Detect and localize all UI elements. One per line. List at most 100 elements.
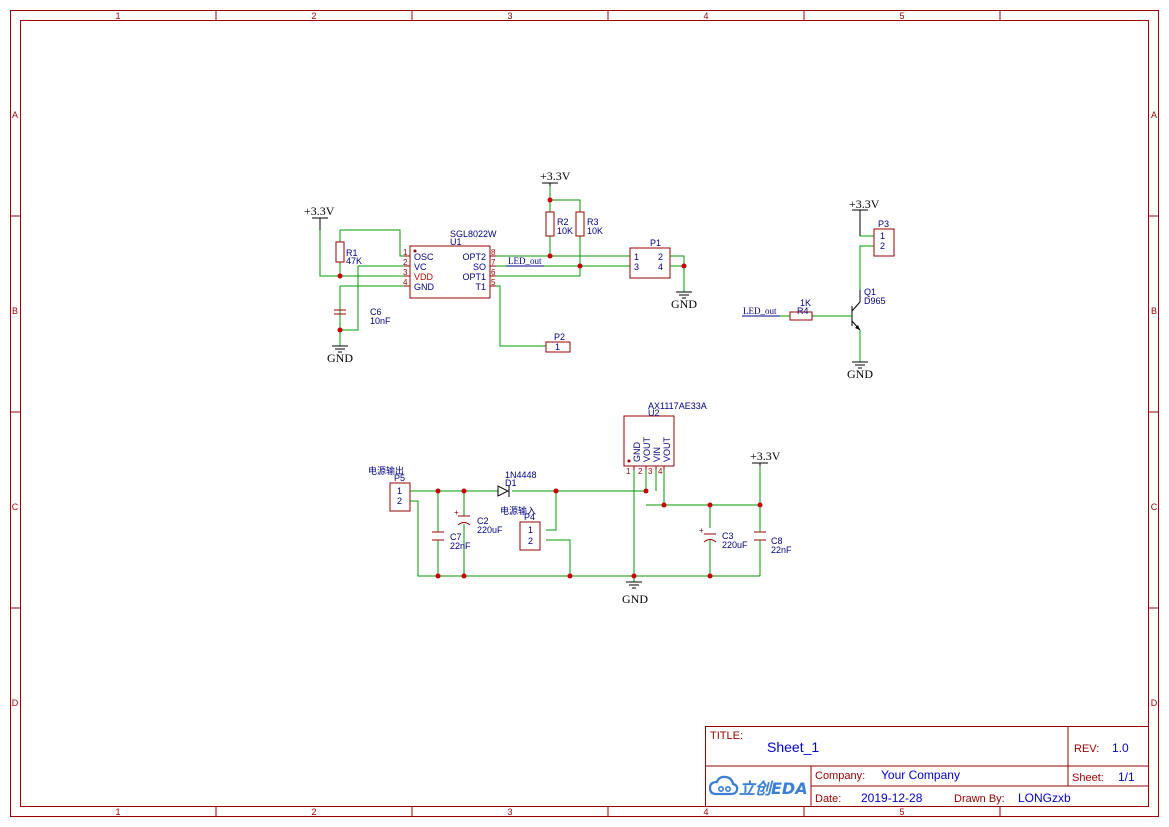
row-label-d-right: D xyxy=(1151,698,1158,708)
row-label-a: A xyxy=(12,110,18,120)
c8-ref: C8 xyxy=(771,536,783,546)
r2-ref: R2 xyxy=(557,217,569,227)
col-label-4-bottom: 4 xyxy=(703,807,708,817)
sheet-frame: 1 2 3 4 5 1 2 3 4 5 A B C D A B C D xyxy=(10,10,1159,817)
net-label-led-out-b: LED_out xyxy=(743,306,777,316)
c3-ref: C3 xyxy=(722,531,734,541)
power-label-3v3-mid: +3.3V xyxy=(540,169,571,183)
col-label-5-bottom: 5 xyxy=(899,807,904,817)
company-label: Company: xyxy=(815,770,865,782)
p5-label: 电源输出 xyxy=(368,465,404,476)
p1-ref: P1 xyxy=(650,238,661,248)
c2-ref: C2 xyxy=(477,516,489,526)
row-label-d: D xyxy=(12,698,19,708)
p2-ref: P2 xyxy=(554,332,565,342)
p1-pin2: 2 xyxy=(658,252,663,262)
u2-pin4-num: 4 xyxy=(658,467,663,476)
resistor-r4 xyxy=(789,311,813,321)
sheet-value: 1/1 xyxy=(1118,770,1135,784)
c8-value: 22nF xyxy=(771,545,792,555)
u2-pin2-name: VOUT xyxy=(642,436,652,462)
p5-ref: P5 xyxy=(394,473,405,483)
u1-pin1-name: OSC xyxy=(414,252,434,262)
eda-logo: 立创EDA xyxy=(739,779,808,798)
c6-value: 10nF xyxy=(370,316,391,326)
power-label-3v3-psu: +3.3V xyxy=(750,449,781,463)
u2-pin3-num: 3 xyxy=(648,467,653,476)
u1-pin8-name: OPT2 xyxy=(462,252,486,262)
u1-pin3-name: VDD xyxy=(414,272,434,282)
u1-pin4-num: 4 xyxy=(403,278,408,287)
col-label-4: 4 xyxy=(703,11,708,21)
u1-pin1-num: 1 xyxy=(403,248,408,257)
section-led-driver: +3.3V P3 1 2 Q1 D965 1K R4 LED_out GND xyxy=(742,197,895,381)
p3-pin1: 1 xyxy=(880,231,885,241)
r2-value: 10K xyxy=(557,226,573,236)
resistor-r3 xyxy=(575,211,585,237)
d1-ref: D1 xyxy=(505,478,517,488)
r1-ref: R1 xyxy=(346,248,358,258)
row-label-c-right: C xyxy=(1151,502,1158,512)
p5-pin1: 1 xyxy=(397,486,402,496)
r4-value: 1K xyxy=(800,298,811,308)
c2-value: 220uF xyxy=(477,525,503,535)
drawn-by-label: Drawn By: xyxy=(954,793,1005,805)
cloud-icon xyxy=(708,775,739,796)
u1-name: SGL8022W xyxy=(450,229,497,239)
drawn-by-value: LONGzxb xyxy=(1018,791,1071,805)
u2-pin2-num: 2 xyxy=(638,467,643,476)
resistor-r1 xyxy=(335,241,345,263)
sheet-label: Sheet: xyxy=(1072,772,1104,784)
p3-ref: P3 xyxy=(878,219,889,229)
gnd-label-q1: GND xyxy=(847,367,873,381)
c6-ref: C6 xyxy=(370,307,382,317)
col-label-1: 1 xyxy=(115,11,120,21)
u1-pin8-num: 8 xyxy=(491,248,496,257)
p2-pin1: 1 xyxy=(555,342,560,352)
u2-pin1-num: 1 xyxy=(626,467,631,476)
connector-p5 xyxy=(389,482,411,512)
p3-pin2: 2 xyxy=(880,241,885,251)
u1-ref: U1 xyxy=(450,237,462,247)
u1-pin2-name: VC xyxy=(414,262,427,272)
company-value: Your Company xyxy=(881,768,960,782)
power-label-3v3-left: +3.3V xyxy=(304,204,335,218)
u1-pin7-num: 7 xyxy=(491,258,496,267)
ic-u1-body xyxy=(409,245,491,299)
col-label-1-bottom: 1 xyxy=(115,807,120,817)
col-label-5: 5 xyxy=(899,11,904,21)
r3-ref: R3 xyxy=(587,217,599,227)
col-label-2: 2 xyxy=(311,11,316,21)
row-label-a-right: A xyxy=(1151,110,1157,120)
p1-pin3: 3 xyxy=(634,262,639,272)
c3-value: 220uF xyxy=(722,540,748,550)
rev-value: 1.0 xyxy=(1112,741,1129,755)
u1-pin4-name: GND xyxy=(414,282,435,292)
col-label-3: 3 xyxy=(507,11,512,21)
r1-value: 47K xyxy=(346,256,362,266)
p1-pin4: 4 xyxy=(658,262,663,272)
p5-pin2: 2 xyxy=(397,496,402,506)
title-label: TITLE: xyxy=(710,730,743,742)
p1-pin1: 1 xyxy=(634,252,639,262)
u2-pin3-name: VIN xyxy=(652,447,662,462)
ic-u2-body xyxy=(623,415,675,467)
row-label-b-right: B xyxy=(1151,306,1157,316)
c7-value: 22nF xyxy=(450,541,471,551)
u1-pin5-name: T1 xyxy=(475,282,486,292)
u2-pin4-name: VOUT xyxy=(662,436,672,462)
date-value: 2019-12-28 xyxy=(861,791,923,805)
connector-p4 xyxy=(519,521,541,551)
u1-pin7-name: SO xyxy=(473,262,486,272)
row-label-b: B xyxy=(12,306,18,316)
section-power-supply: 电源输出 P5 1 2 1N4448 D1 C7 22nF xyxy=(368,401,792,606)
net-label-led-out-a: LED_out xyxy=(508,256,542,266)
d1-value: 1N4448 xyxy=(505,470,537,480)
u2-pin1-name: GND xyxy=(632,442,642,463)
u2-name: AX1117AE33A xyxy=(648,401,707,411)
title-block: TITLE: Sheet_1 REV: 1.0 Company: Your Co… xyxy=(705,726,1149,807)
gnd-label-p1: GND xyxy=(671,297,697,311)
rev-label: REV: xyxy=(1074,743,1099,755)
u1-pin3-num: 3 xyxy=(403,268,408,277)
